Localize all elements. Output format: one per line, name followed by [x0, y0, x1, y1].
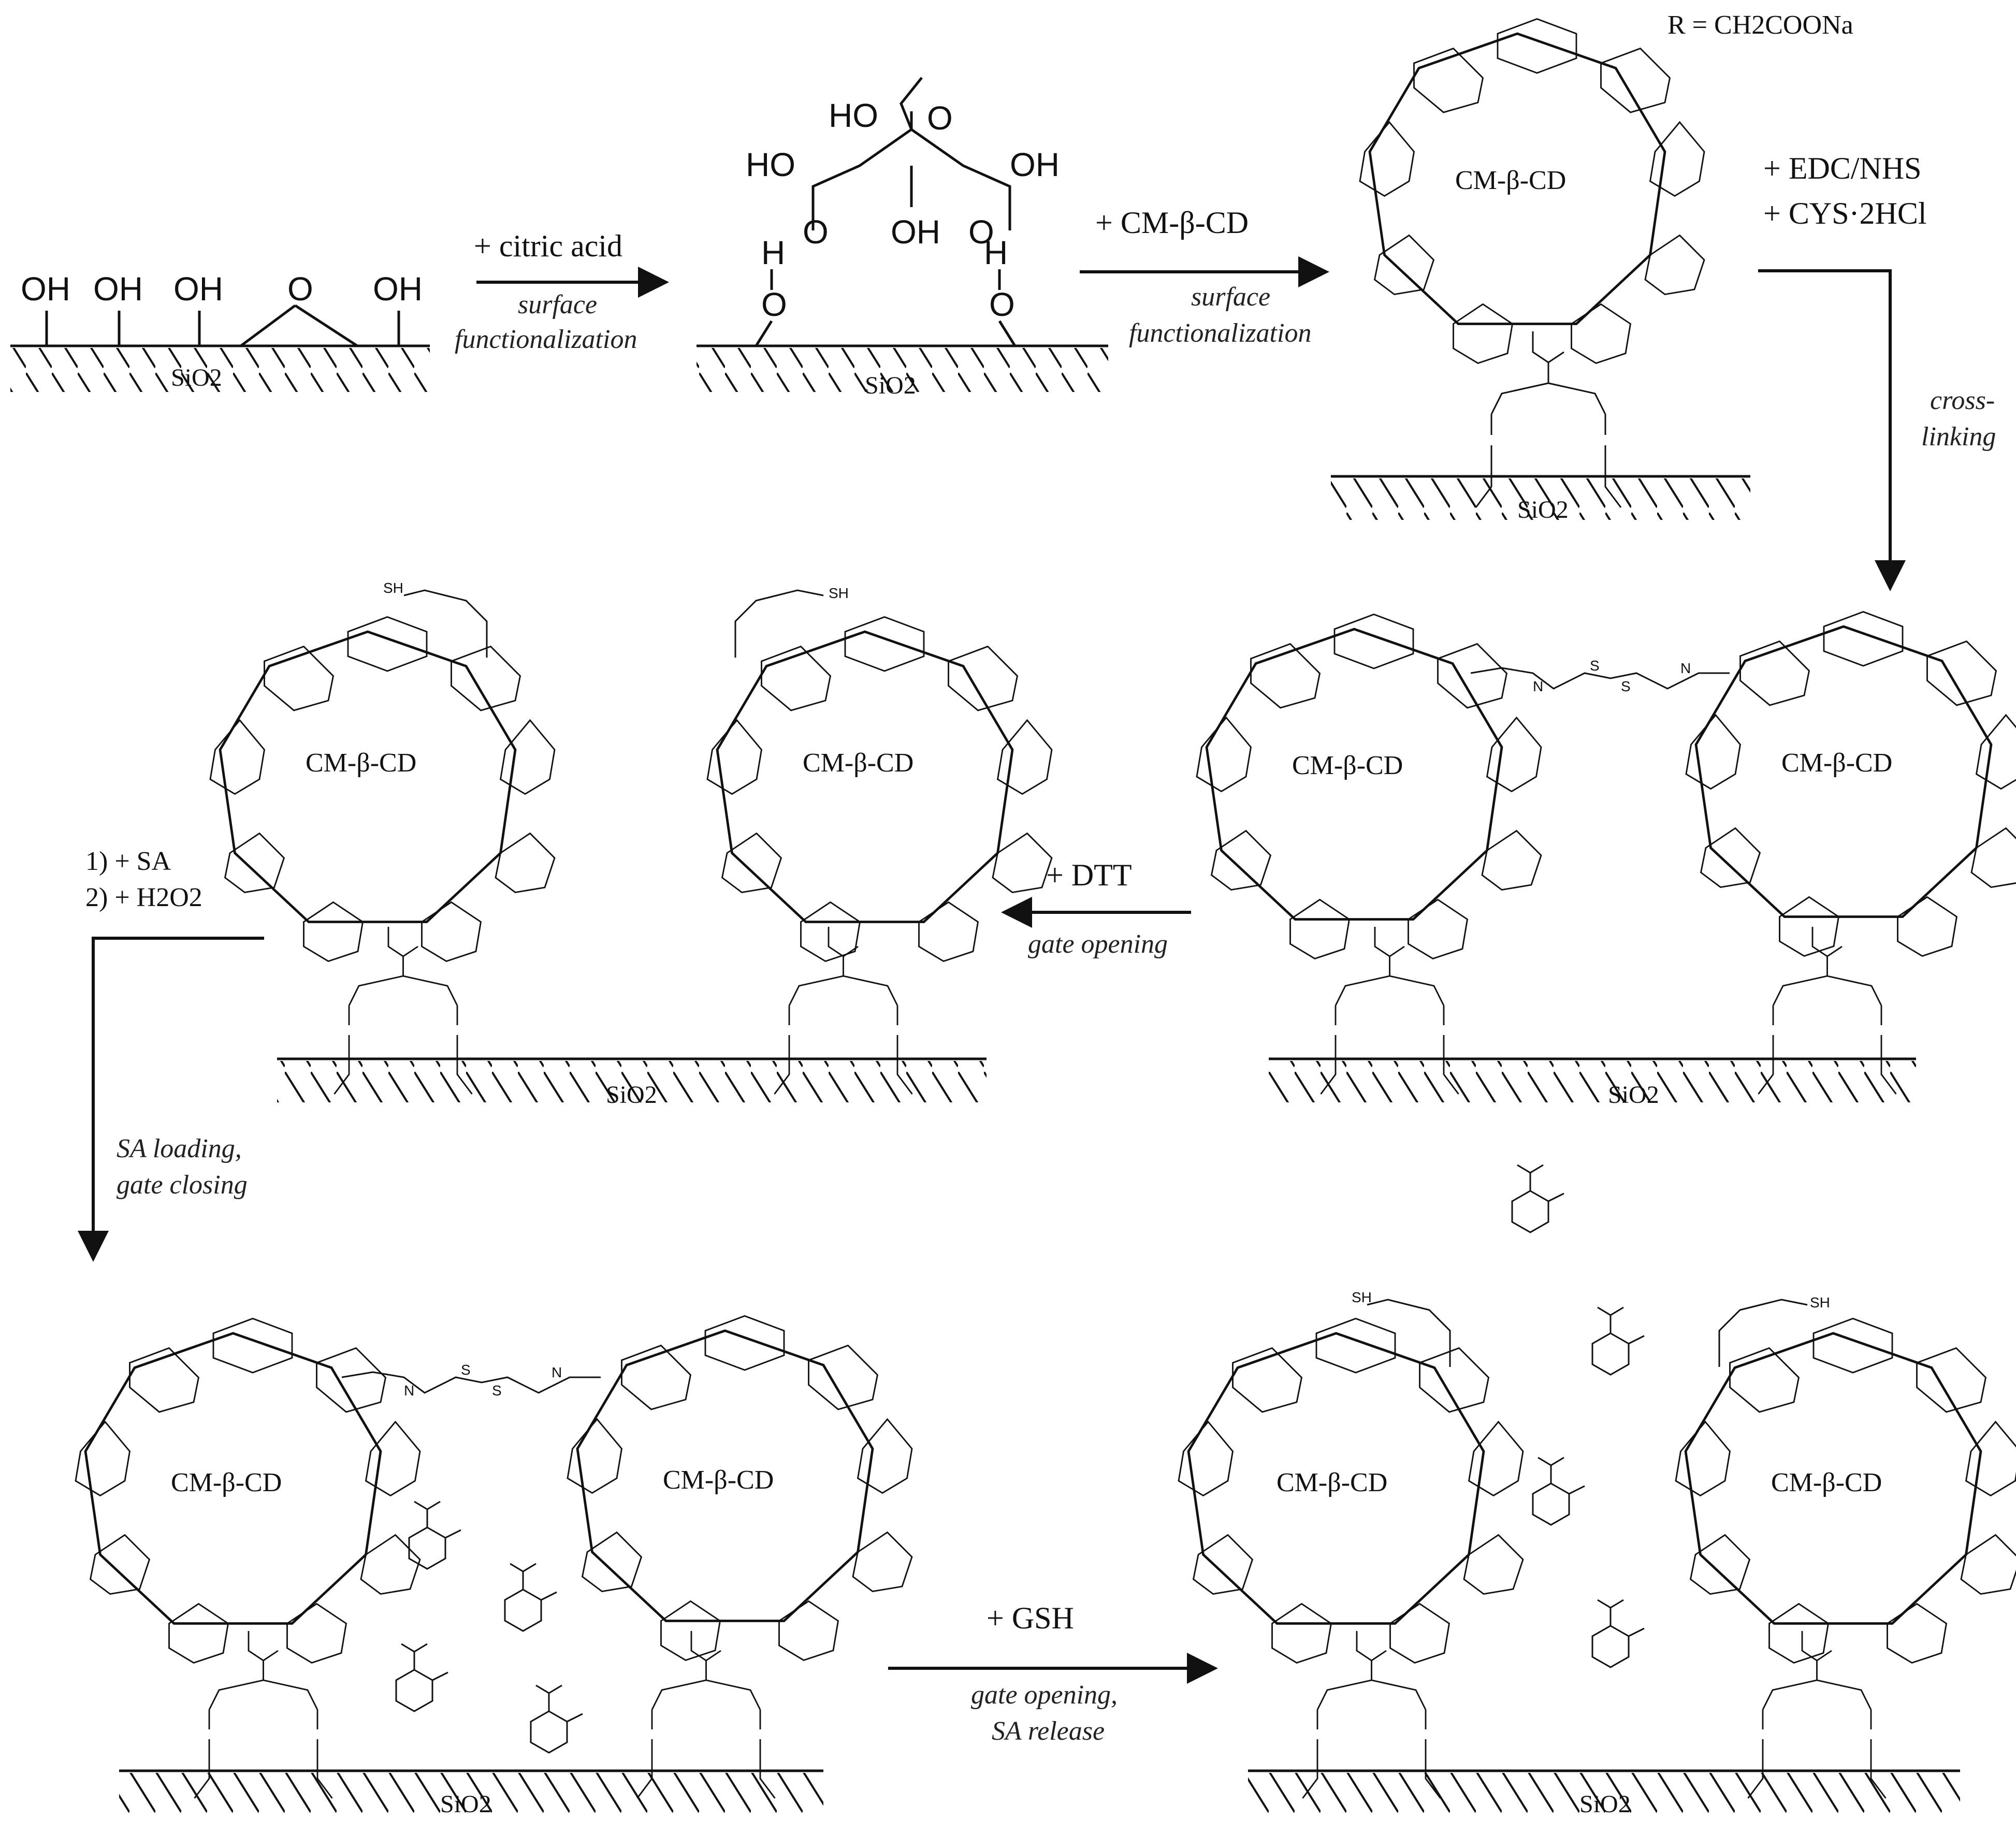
crosslinked-structure: CM-β-CD CM-β-CD N S S N SiO2: [1197, 612, 2016, 1109]
step1-desc-line2: functionalization: [455, 325, 637, 354]
surface-label-5: SiO2: [606, 1081, 657, 1109]
ca-o-carbonyl-left: O: [803, 213, 829, 251]
cd-label-6: CM-β-CD: [171, 1468, 282, 1497]
opened-gate-structure: CM-β-CD CM-β-CD SH SH SiO2: [210, 580, 1052, 1109]
ca-o-right: O: [989, 286, 1015, 323]
step1-desc-line1: surface: [518, 290, 597, 319]
surface-label-2: SiO2: [865, 372, 916, 399]
hydroxyl-3: OH: [173, 270, 223, 308]
epoxide-oxygen: O: [287, 270, 313, 308]
step3-reagent-line1: + EDC/NHS: [1763, 151, 1922, 185]
ca-h-right: H: [984, 234, 1008, 271]
thiol-released-right: SH: [1810, 1294, 1830, 1310]
surface-label-7: SiO2: [1579, 1790, 1631, 1818]
step1-arrow: + citric acid surface functionalization: [455, 229, 669, 354]
link-s-4: S: [492, 1382, 502, 1399]
step5-reagent-line2: 2) + H2O2: [85, 883, 202, 912]
step6-arrow: + GSH gate opening, SA release: [888, 1601, 1218, 1746]
surface-1: SiO2 OH OH OH O OH: [10, 270, 430, 392]
ca-o-carbonyl-right: O: [968, 213, 994, 251]
step5-desc-line2: gate closing: [117, 1170, 248, 1200]
step5-arrow: 1) + SA 2) + H2O2 SA loading, gate closi…: [78, 847, 264, 1262]
link-s-2: S: [1621, 678, 1631, 694]
loaded-closed-structure: CM-β-CD CM-β-CD N S S N SiO2: [76, 1316, 912, 1818]
step3-arrow: + EDC/NHS + CYS·2HCl cross- linking: [1758, 151, 1996, 591]
ca-oh-center: OH: [891, 213, 940, 251]
hydroxyl-1: OH: [21, 270, 70, 308]
step1-reagent: + citric acid: [474, 229, 622, 263]
step6-reagent: + GSH: [987, 1601, 1074, 1635]
ca-o-left: O: [761, 286, 787, 323]
cd-label-4: CM-β-CD: [306, 748, 416, 778]
step6-desc-line1: gate opening,: [971, 1680, 1118, 1710]
ca-oh-right: OH: [1010, 146, 1060, 183]
r-group-definition: R = CH2COONa: [1667, 10, 1853, 40]
link-n-2: N: [1680, 660, 1691, 676]
hydroxyl-2: OH: [93, 270, 143, 308]
ca-ho-top: HO: [829, 97, 878, 134]
step4-arrow: + DTT gate opening: [1001, 858, 1191, 959]
link-s-3: S: [461, 1362, 471, 1378]
cd-label-3: CM-β-CD: [1781, 748, 1892, 778]
hydroxyl-4: OH: [373, 270, 423, 308]
step5-desc-line1: SA loading,: [117, 1134, 242, 1163]
step3-desc-line2: linking: [1921, 422, 1996, 452]
step6-desc-line2: SA release: [992, 1716, 1105, 1746]
ca-o-top: O: [927, 99, 953, 137]
surface-label-3: SiO2: [1517, 496, 1569, 523]
link-n-4: N: [552, 1364, 562, 1380]
surface-2: SiO2 H O H O HO OH HO O OH O O: [697, 77, 1108, 399]
surface-3: CM-β-CD SiO2: [1331, 19, 1750, 523]
surface-label-1: SiO2: [171, 364, 222, 391]
cd-label-9: CM-β-CD: [1771, 1468, 1882, 1497]
link-n-1: N: [1533, 678, 1543, 694]
thiol-right: SH: [829, 585, 849, 601]
step2-desc-line2: functionalization: [1129, 318, 1311, 348]
link-s-1: S: [1590, 658, 1600, 674]
step4-reagent: + DTT: [1046, 858, 1132, 892]
cd-label-8: CM-β-CD: [1277, 1468, 1387, 1497]
step2-reagent: + CM-β-CD: [1095, 206, 1249, 240]
surface-label-4: SiO2: [1608, 1081, 1659, 1109]
step3-desc-line1: cross-: [1930, 386, 1995, 415]
step4-desc: gate opening: [1028, 929, 1168, 959]
cd-label-1: CM-β-CD: [1455, 166, 1566, 195]
step2-desc-line1: surface: [1191, 282, 1270, 312]
surface-label-6: SiO2: [440, 1790, 491, 1818]
released-structure: CM-β-CD CM-β-CD SH SH SiO2: [1179, 1164, 2016, 1818]
step3-reagent-line2: + CYS·2HCl: [1763, 196, 1927, 230]
step5-reagent-line1: 1) + SA: [85, 847, 171, 876]
ca-ho-left: HO: [746, 146, 795, 183]
thiol-released-left: SH: [1352, 1289, 1372, 1305]
cd-label-7: CM-β-CD: [663, 1465, 774, 1495]
cd-label-2: CM-β-CD: [1292, 751, 1403, 780]
cd-label-5: CM-β-CD: [803, 748, 913, 778]
step2-arrow: + CM-β-CD surface functionalization: [1080, 206, 1329, 348]
ca-h-left: H: [761, 234, 785, 271]
thiol-left: SH: [383, 580, 403, 596]
link-n-3: N: [404, 1382, 414, 1399]
